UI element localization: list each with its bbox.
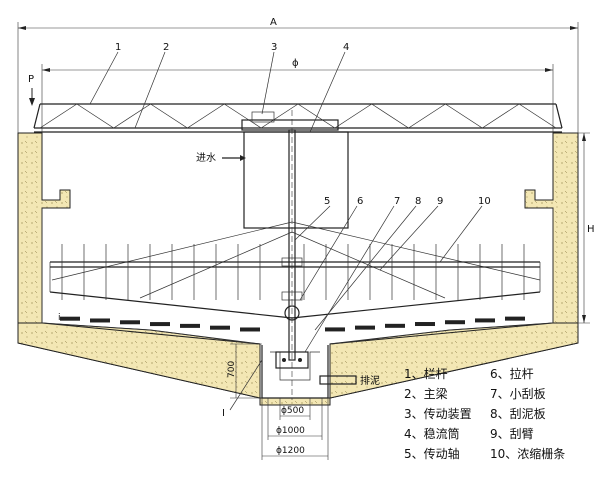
stilling-well	[243, 131, 349, 229]
detail-label: I	[222, 408, 225, 419]
dim-phi-label: ϕ	[292, 58, 299, 69]
slope-label: i	[58, 313, 61, 323]
scraper-blade	[415, 322, 435, 327]
tank-inner-right	[331, 208, 554, 345]
thickening-pickets	[61, 244, 525, 300]
callouts	[89, 51, 483, 353]
scraper-blade	[150, 322, 170, 327]
legend-item-3: 3、传动装置	[404, 406, 472, 421]
scraper-blade	[120, 320, 140, 325]
dim-d1000: ϕ1000	[276, 426, 305, 436]
scraper-blades	[60, 316, 525, 332]
motor	[251, 111, 275, 123]
discharge-label: 排泥	[360, 374, 380, 387]
callout-3: 3	[271, 42, 277, 53]
truss-bridge	[33, 103, 563, 133]
dim-700-label: 700	[227, 361, 237, 378]
callout-4: 4	[343, 42, 349, 53]
rake-arms	[49, 261, 541, 319]
small-scraper	[275, 351, 309, 369]
sump-outline	[261, 345, 329, 399]
scraper-blade	[180, 323, 200, 328]
dim-h-label: H	[587, 224, 595, 235]
legend-item-10: 10、浓缩栅条	[490, 446, 565, 461]
discharge-pipe	[319, 375, 357, 385]
load-p-arrow	[29, 98, 35, 106]
callout-7: 7	[394, 196, 400, 207]
scraper-blade	[240, 327, 260, 332]
callout-10: 10	[478, 196, 491, 207]
load-p-label: P	[28, 74, 34, 85]
scraper-blade	[505, 316, 525, 321]
legend-item-6: 6、拉杆	[490, 366, 534, 381]
legend-item-1: 1、栏杆	[404, 366, 448, 381]
drive-shaft	[288, 129, 296, 361]
legend-item-4: 4、稳流筒	[404, 426, 460, 441]
scraper-blade	[475, 318, 495, 323]
scraper-blade	[90, 318, 110, 323]
scraper-blade	[445, 320, 465, 325]
legend-item-9: 9、刮臂	[490, 427, 534, 441]
callout-1: 1	[115, 42, 121, 53]
tie-rod-right	[291, 221, 541, 281]
legend-item-7: 7、小刮板	[490, 387, 546, 401]
shaft-coupling-2	[281, 291, 303, 301]
scraper-blade	[385, 323, 405, 328]
scraper-blade	[60, 316, 80, 321]
legend-item-5: 5、传动轴	[404, 446, 460, 461]
shaft-hub	[284, 305, 300, 321]
dim-d1200: ϕ1200	[276, 446, 305, 456]
legend-item-2: 2、主梁	[404, 386, 448, 401]
inlet-label: 进水	[196, 152, 216, 164]
scraper-blade	[210, 325, 230, 330]
dim-d500: ϕ500	[281, 406, 304, 416]
callout-2: 2	[163, 42, 169, 53]
dim-a-label: A	[270, 17, 277, 28]
legend: 1、栏杆 2、主梁 3、传动装置 4、稳流筒 5、传动轴 6、拉杆 7、小刮板 …	[404, 366, 565, 461]
callout-9: 9	[437, 196, 443, 207]
scraper-blade	[355, 325, 375, 330]
callout-6: 6	[357, 196, 363, 207]
callout-5: 5	[324, 196, 330, 207]
bottom-dims	[261, 398, 329, 460]
callout-8: 8	[415, 196, 421, 207]
scraper-blade	[325, 327, 345, 332]
inlet-arrow	[240, 155, 246, 161]
tie-rod-right-2	[291, 231, 446, 299]
legend-item-8: 8、刮泥板	[490, 407, 546, 421]
tank-inner-left	[41, 208, 259, 345]
